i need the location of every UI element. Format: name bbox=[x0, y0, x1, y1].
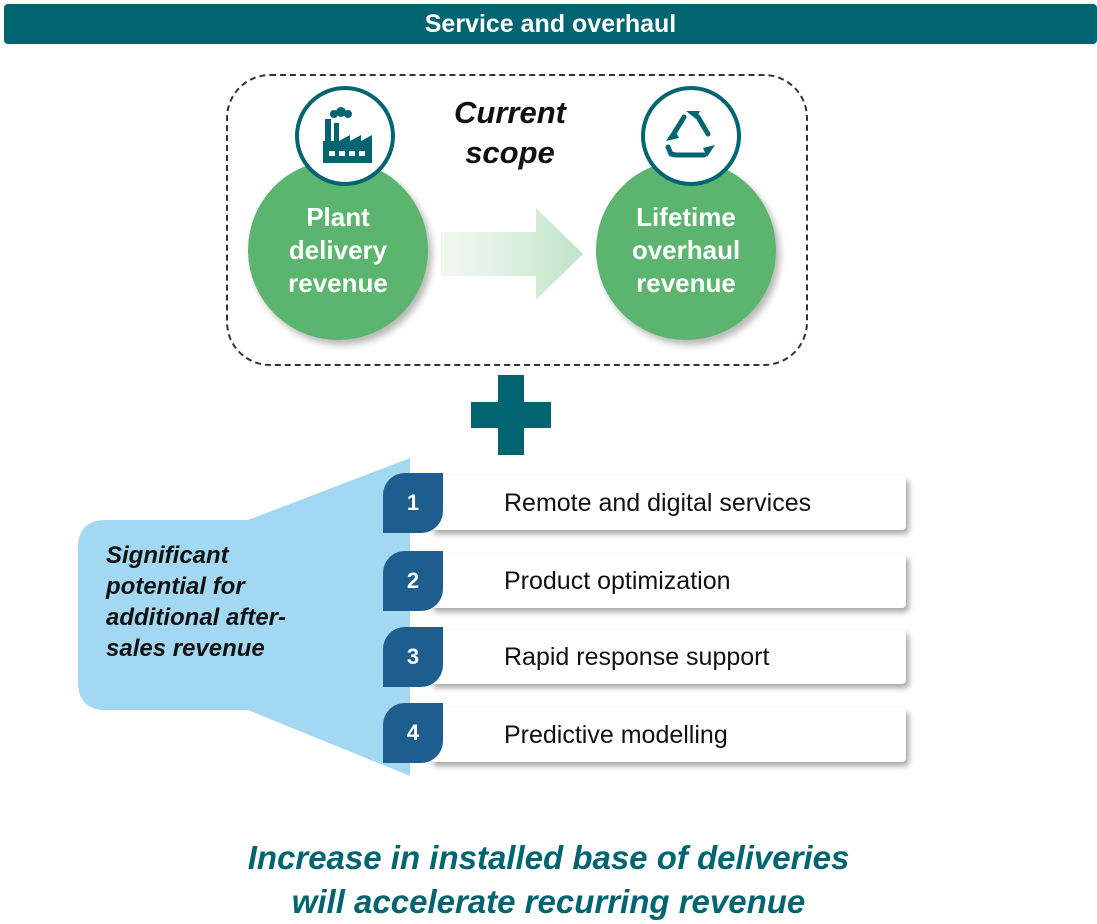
plant-delivery-revenue-circle: Plant delivery revenue bbox=[248, 160, 428, 340]
recycle-icon bbox=[641, 86, 741, 186]
header-bar: Service and overhaul bbox=[4, 4, 1097, 44]
item-label: Rapid response support bbox=[504, 642, 770, 671]
after-sales-callout-text: Significant potential for additional aft… bbox=[106, 542, 287, 662]
lifetime-overhaul-revenue-circle: Lifetime overhaul revenue bbox=[596, 160, 776, 340]
item-label: Remote and digital services bbox=[504, 488, 812, 517]
item-label: Predictive modelling bbox=[504, 720, 728, 749]
current-scope-title: Current scope bbox=[454, 95, 566, 170]
factory-icon bbox=[295, 86, 395, 186]
item-number-badge: 4 bbox=[383, 703, 443, 763]
item-label: Product optimization bbox=[504, 566, 731, 595]
list-item: Product optimization bbox=[430, 554, 906, 608]
item-number-badge: 2 bbox=[383, 551, 443, 611]
after-sales-callout-shape bbox=[78, 458, 410, 776]
list-item: Remote and digital services bbox=[430, 476, 906, 530]
item-number-badge: 1 bbox=[383, 473, 443, 533]
current-scope-box bbox=[226, 74, 808, 366]
item-number-badge: 3 bbox=[383, 627, 443, 687]
conclusion-text: Increase in installed base of deliveries… bbox=[247, 839, 850, 920]
list-item: Predictive modelling bbox=[430, 708, 906, 762]
list-item: Rapid response support bbox=[430, 630, 906, 684]
flow-arrow bbox=[441, 208, 583, 300]
header-title: Service and overhaul bbox=[424, 9, 677, 38]
plus-icon bbox=[471, 375, 551, 455]
